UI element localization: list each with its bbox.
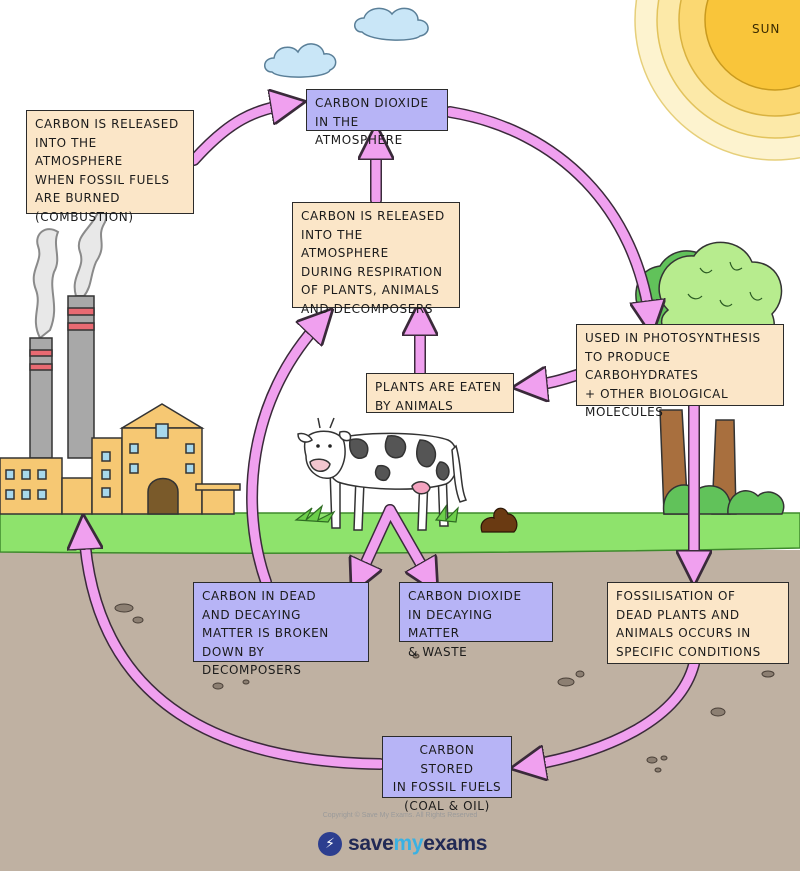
dung-pile: [480, 507, 518, 533]
chimney-smoke: [32, 208, 108, 340]
cloud-left: [264, 43, 337, 78]
cloud-right: [354, 7, 429, 41]
stones: [114, 603, 775, 773]
fossilisation-box: FOSSILISATION OF DEAD PLANTS AND ANIMALS…: [607, 582, 789, 664]
lightning-icon: ⚡: [318, 832, 342, 856]
photosynthesis-box: USED IN PHOTOSYNTHESIS TO PRODUCE CARBOH…: [576, 324, 784, 419]
sun-label: SUN: [752, 22, 781, 36]
decaying-co2-box: CARBON DIOXIDE IN DECAYING MATTER & WAST…: [399, 582, 553, 659]
logo-exams: exams: [423, 832, 488, 855]
grass-tufts: [294, 504, 459, 523]
co2-atmosphere-box: CARBON DIOXIDE IN THE ATMOSPHERE: [306, 89, 448, 147]
plants-eaten-box: PLANTS ARE EATEN BY ANIMALS: [366, 373, 514, 413]
cycle-arrows: [84, 104, 694, 766]
logo-save: save: [348, 832, 394, 855]
sun: [634, 0, 800, 161]
fossil-fuels-box: CARBON STORED IN FOSSIL FUELS (COAL & OI…: [382, 736, 512, 813]
combustion-box: CARBON IS RELEASED INTO THE ATMOSPHERE W…: [26, 110, 194, 224]
decomposers-box: CARBON IN DEAD AND DECAYING MATTER IS BR…: [193, 582, 369, 677]
logo-wordmark: savemyexams: [348, 832, 487, 856]
logo-my: my: [393, 832, 424, 855]
factory: [0, 403, 241, 515]
copyright-text: Copyright © Save My Exams. All Rights Re…: [322, 812, 478, 819]
cow: [297, 417, 468, 531]
factory-chimneys: [29, 295, 95, 459]
save-my-exams-logo: ⚡ savemyexams: [318, 830, 487, 858]
respiration-box: CARBON IS RELEASED INTO THE ATMOSPHERE D…: [292, 202, 460, 316]
